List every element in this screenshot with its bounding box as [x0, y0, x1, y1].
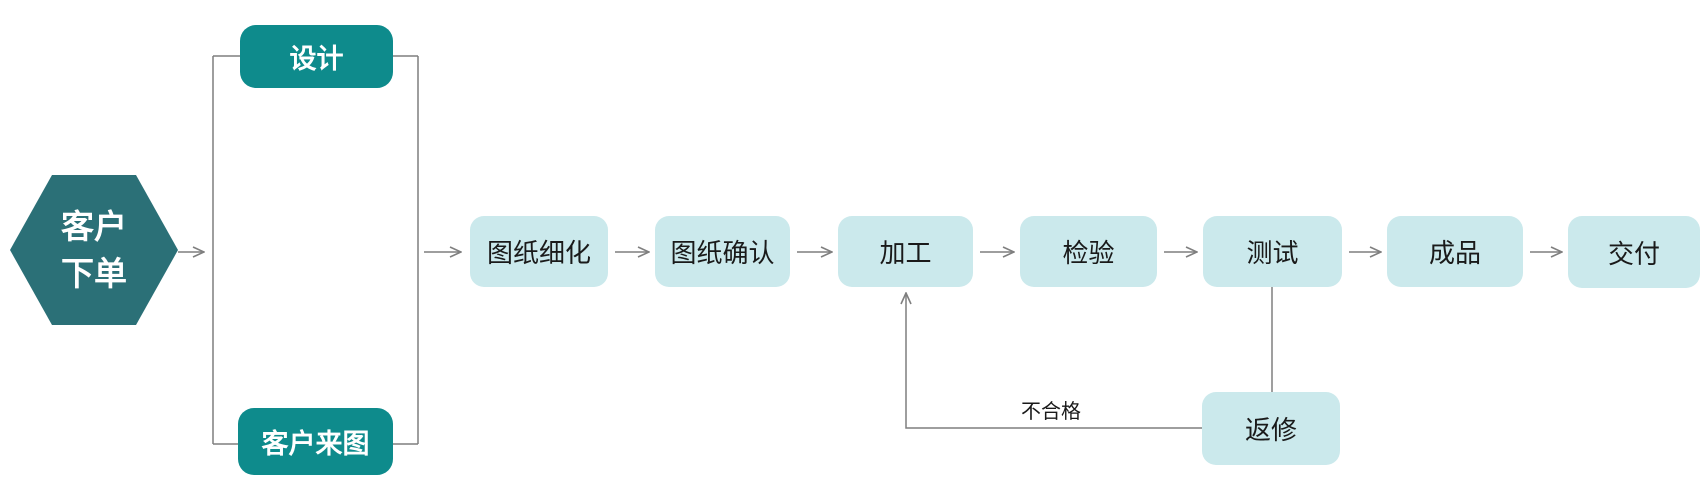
node-inspection: 检验	[1020, 216, 1157, 287]
node-drawing-confirmation: 图纸确认	[655, 216, 790, 287]
node-customer-order: 客户 下单	[10, 175, 178, 325]
node-machining: 加工	[838, 216, 973, 287]
node-drawing-refinement: 图纸细化	[470, 216, 608, 287]
node-testing: 测试	[1203, 216, 1342, 287]
node-finished-product: 成品	[1387, 216, 1523, 287]
node-customer-drawing: 客户来图	[238, 408, 393, 475]
node-rework: 返修	[1202, 392, 1340, 465]
edge-rework-feedback-arrow	[906, 293, 1202, 429]
node-design: 设计	[240, 25, 393, 88]
edge-label-unqualified: 不合格	[1021, 401, 1081, 423]
node-delivery: 交付	[1568, 216, 1700, 288]
